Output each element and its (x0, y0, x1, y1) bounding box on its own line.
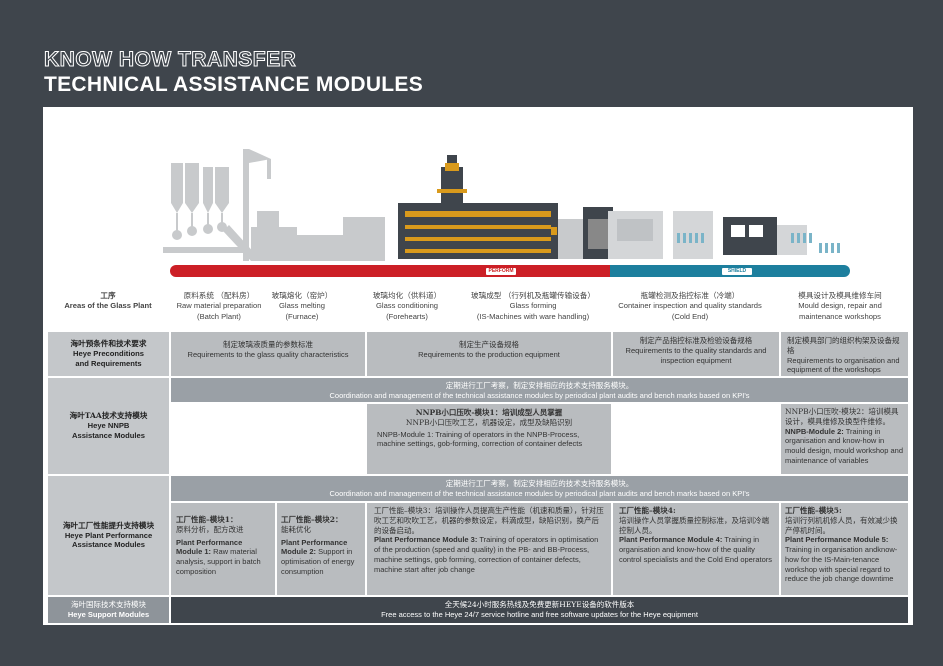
area-forehearts: 玻璃均化（供料道） Glass conditioning (Forehearts… (372, 291, 442, 321)
performance-module-2: 工厂性能–模块2： 能耗优化 Plant Performance Module … (277, 503, 365, 595)
area-batch: 原料系统 （配料房） Raw material preparation (Bat… (176, 291, 262, 321)
nnpb-coordination: 定期进行工厂考察，制定安排相应的技术支持服务模块。 Coordination a… (171, 378, 908, 402)
row-head-preconditions: 海叶预条件和技术要求 Heye Preconditions and Requir… (48, 332, 169, 376)
cold-end-icon (608, 211, 840, 259)
area-is-machines: 玻璃成型 （行列机及瓶罐传输设备） Glass forming (IS-Mach… (471, 291, 595, 321)
nnpb-module-1: NNPB小口压吹-模块1：培训成型人员掌握 NNPB小口压吹工艺，机器设定，成型… (367, 404, 611, 474)
row-head-performance: 海叶工厂性能提升支持模块 Heye Plant Performance Assi… (48, 476, 169, 595)
perform-logo: PERFORM (486, 268, 516, 275)
performance-module-3: 工厂性能–模块3：培训操作人员提高生产性能（机速和质量），针对压吹工艺和吹吹工艺… (367, 503, 611, 595)
area-workshops: 模具设计及模具维修车间 Mould design, repair and mai… (798, 291, 882, 321)
furnace-icon (243, 149, 385, 261)
precondition-workshops: 制定模具部门的组织构架及设备规格 Requirements to organis… (781, 332, 908, 376)
area-furnace: 玻璃熔化（窑炉） Glass melting (Furnace) (271, 291, 333, 321)
row-head-nnpb: 海叶TAA技术支持模块 Heye NNPB Assistance Modules (48, 378, 169, 474)
is-machine-icon (551, 207, 613, 259)
nnpb-empty-cold-end (613, 404, 779, 474)
precondition-quality-standards: 制定产品指控标准及检验设备规格 Requirements to the qual… (613, 332, 779, 376)
forehearth-machine-icon (398, 155, 558, 259)
perform-bar: PERFORM (170, 265, 610, 277)
performance-module-4: 工厂性能–模块4: 培训操作人员掌握质量控制标准，及培训冷端控制人员。 Plan… (613, 503, 779, 595)
areas-label: 工序 Areas of the Glass Plant (64, 291, 152, 311)
precondition-production-equipment: 制定生产设备规格 Requirements to the production … (367, 332, 611, 376)
plant-illustration (163, 149, 840, 261)
performance-module-5: 工厂性能–模块5: 培训行列机机修人员，有效减少换产停机时间。 Plant Pe… (781, 503, 908, 595)
diagram-panel: PERFORM SHIELD 工序 Areas of the Glass Pla… (43, 107, 913, 625)
page-title: TECHNICAL ASSISTANCE MODULES (44, 73, 424, 96)
support-services: 全天候24小时服务热线及免费更新HEYE设备的软件版本 Free access … (171, 597, 908, 623)
nnpb-module-2: NNPB小口压吹-模块2：培训模具设计，模具维修及换型件维修。 NNPB-Mod… (781, 404, 908, 474)
precondition-glass-quality: 制定玻璃液质量的参数标准 Requirements to the glass q… (171, 332, 365, 376)
area-cold-end: 瓶罐检测及指控标准（冷端） Container inspection and q… (618, 291, 762, 321)
shield-logo: SHIELD (722, 268, 752, 275)
performance-coordination: 定期进行工厂考察，制定安排相应的技术支持服务模块。 Coordination a… (171, 476, 908, 501)
row-head-support: 海叶国际技术支持模块 Heye Support Modules (48, 597, 169, 623)
title-outline: KNOW HOW TRANSFER (43, 48, 297, 72)
performance-module-1: 工厂性能–模块1： 原料分析，配方改进 Plant Performance Mo… (171, 503, 275, 595)
batch-plant-icon (163, 163, 258, 261)
shield-bar: SHIELD (610, 265, 850, 277)
nnpb-empty-cell (171, 404, 365, 474)
